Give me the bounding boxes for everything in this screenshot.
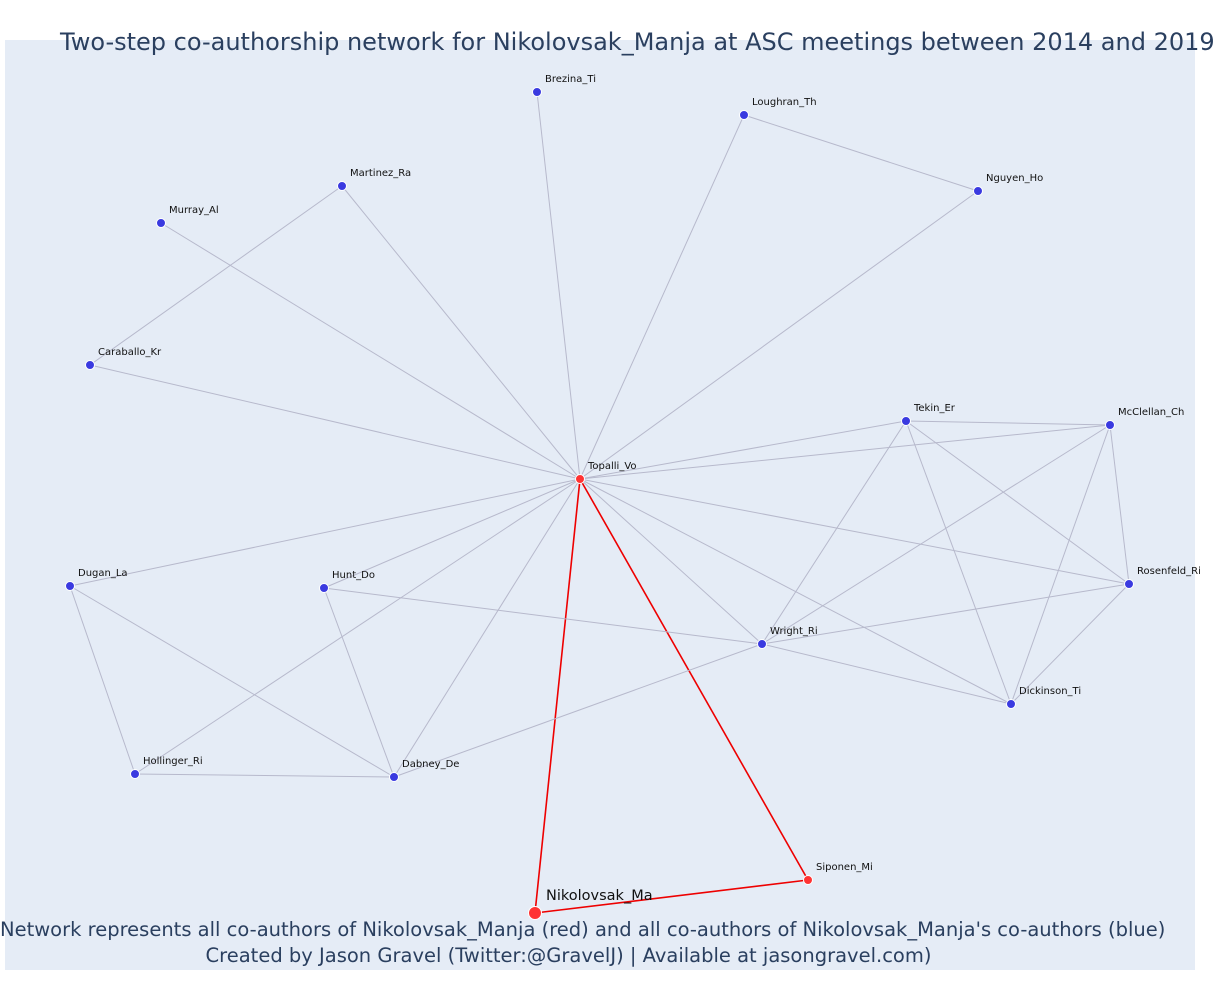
edge-rosenfeld_ri-dickinson_ti <box>1010 583 1130 705</box>
node-caraballo-kr[interactable]: Caraballo_Kr <box>85 347 163 370</box>
node-siponen-mi[interactable]: Siponen_Mi <box>803 862 873 885</box>
edge-topalli_vo-martinez_ra <box>341 185 581 480</box>
node-marker-siponen-mi[interactable] <box>803 875 813 885</box>
node-label-rosenfeld-ri: Rosenfeld_Ri <box>1137 566 1201 577</box>
node-topalli-vo[interactable]: Topalli_Vo <box>575 461 637 484</box>
edge-wright_ri-dickinson_ti <box>761 643 1012 705</box>
node-marker-mcclellan-ch[interactable] <box>1105 420 1115 430</box>
node-label-brezina-ti: Brezina_Ti <box>545 74 596 85</box>
node-dugan-la[interactable]: Dugan_La <box>65 568 128 591</box>
plot-background <box>5 40 1195 970</box>
edge-topalli_vo-hollinger_ri <box>134 478 581 775</box>
node-marker-hunt-do[interactable] <box>319 583 329 593</box>
caption-credit: Created by Jason Gravel (Twitter:@Gravel… <box>205 944 932 967</box>
node-label-siponen-mi: Siponen_Mi <box>816 862 873 873</box>
node-nikolovsak-ma[interactable]: Nikolovsak_Ma <box>528 888 653 920</box>
node-label-nguyen-ho: Nguyen_Ho <box>986 173 1043 184</box>
edge-topalli_vo-tekin_er <box>579 420 907 480</box>
edge-loughran_th-nguyen_ho <box>743 114 979 192</box>
node-label-hunt-do: Hunt_Do <box>332 570 375 581</box>
node-marker-dabney-de[interactable] <box>389 772 399 782</box>
node-marker-dugan-la[interactable] <box>65 581 75 591</box>
node-marker-brezina-ti[interactable] <box>532 87 542 97</box>
node-label-tekin-er: Tekin_Er <box>913 403 956 414</box>
node-marker-topalli-vo[interactable] <box>575 474 585 484</box>
node-label-hollinger-ri: Hollinger_Ri <box>143 756 203 767</box>
node-nguyen-ho[interactable]: Nguyen_Ho <box>973 173 1044 196</box>
node-tekin-er[interactable]: Tekin_Er <box>901 403 956 426</box>
node-murray-al[interactable]: Murray_Al <box>156 205 219 228</box>
node-mcclellan-ch[interactable]: McClellan_Ch <box>1105 407 1185 430</box>
node-hunt-do[interactable]: Hunt_Do <box>319 570 375 593</box>
edge-topalli_vo-nguyen_ho <box>579 190 979 480</box>
edge-topalli_vo-hunt_do <box>323 478 581 589</box>
edge-topalli_vo-mcclellan_ch <box>579 424 1111 480</box>
edge-hunt_do-dabney_de <box>323 587 395 778</box>
edge-topalli_vo-siponen_mi <box>579 478 809 881</box>
edge-topalli_vo-dugan_la <box>69 478 581 587</box>
edge-mcclellan_ch-dickinson_ti <box>1010 424 1111 705</box>
node-marker-wright-ri[interactable] <box>757 639 767 649</box>
node-label-topalli-vo: Topalli_Vo <box>587 461 637 472</box>
node-marker-loughran-th[interactable] <box>739 110 749 120</box>
node-marker-hollinger-ri[interactable] <box>130 769 140 779</box>
edge-topalli_vo-dabney_de <box>393 478 581 778</box>
node-label-martinez-ra: Martinez_Ra <box>350 168 411 179</box>
node-label-dickinson-ti: Dickinson_Ti <box>1019 686 1081 697</box>
node-marker-caraballo-kr[interactable] <box>85 360 95 370</box>
node-marker-nguyen-ho[interactable] <box>973 186 983 196</box>
node-dabney-de[interactable]: Dabney_De <box>389 759 460 782</box>
node-brezina-ti[interactable]: Brezina_Ti <box>532 74 596 97</box>
node-marker-rosenfeld-ri[interactable] <box>1124 579 1134 589</box>
edge-tekin_er-dickinson_ti <box>905 420 1012 705</box>
edge-nikolovsak_ma-siponen_mi <box>534 879 809 914</box>
node-label-loughran-th: Loughran_Th <box>752 97 817 108</box>
node-marker-tekin-er[interactable] <box>901 416 911 426</box>
node-marker-martinez-ra[interactable] <box>337 181 347 191</box>
node-marker-dickinson-ti[interactable] <box>1006 699 1016 709</box>
node-loughran-th[interactable]: Loughran_Th <box>739 97 817 120</box>
node-rosenfeld-ri[interactable]: Rosenfeld_Ri <box>1124 566 1201 589</box>
edge-dugan_la-hollinger_ri <box>69 585 136 775</box>
node-martinez-ra[interactable]: Martinez_Ra <box>337 168 412 191</box>
edge-martinez_ra-caraballo_kr <box>89 185 343 366</box>
edge-topalli_vo-rosenfeld_ri <box>579 478 1130 585</box>
node-wright-ri[interactable]: Wright_Ri <box>757 626 818 649</box>
edge-wright_ri-hunt_do <box>323 587 763 645</box>
edge-topalli_vo-loughran_th <box>579 114 745 480</box>
chart-title: Two-step co-authorship network for Nikol… <box>60 28 1215 56</box>
node-label-murray-al: Murray_Al <box>169 205 219 216</box>
edge-topalli_vo-brezina_ti <box>536 91 581 480</box>
node-marker-nikolovsak-ma[interactable] <box>528 906 542 920</box>
edge-mcclellan_ch-wright_ri <box>761 424 1111 645</box>
edge-tekin_er-rosenfeld_ri <box>905 420 1130 585</box>
node-label-dugan-la: Dugan_La <box>78 568 128 579</box>
edge-topalli_vo-caraballo_kr <box>89 364 581 480</box>
edge-nikolovsak_ma-topalli_vo <box>534 478 581 914</box>
edge-dugan_la-dabney_de <box>69 585 395 778</box>
node-marker-murray-al[interactable] <box>156 218 166 228</box>
edge-tekin_er-mcclellan_ch <box>905 420 1111 426</box>
edge-hollinger_ri-dabney_de <box>134 773 395 778</box>
node-label-caraballo-kr: Caraballo_Kr <box>98 347 162 358</box>
edge-tekin_er-wright_ri <box>761 420 907 645</box>
caption-description: Network represents all co-authors of Nik… <box>0 918 1166 941</box>
edge-topalli_vo-wright_ri <box>579 478 763 645</box>
edge-rosenfeld_ri-wright_ri <box>761 583 1130 645</box>
edge-topalli_vo-murray_al <box>160 222 581 480</box>
edge-wright_ri-dabney_de <box>393 643 763 778</box>
edge-mcclellan_ch-rosenfeld_ri <box>1109 424 1130 585</box>
node-hollinger-ri[interactable]: Hollinger_Ri <box>130 756 203 779</box>
node-label-nikolovsak-ma: Nikolovsak_Ma <box>546 888 653 904</box>
node-label-wright-ri: Wright_Ri <box>770 626 818 637</box>
node-label-dabney-de: Dabney_De <box>402 759 459 770</box>
node-dickinson-ti[interactable]: Dickinson_Ti <box>1006 686 1082 709</box>
edge-layer <box>69 91 1130 914</box>
node-label-mcclellan-ch: McClellan_Ch <box>1118 407 1184 418</box>
